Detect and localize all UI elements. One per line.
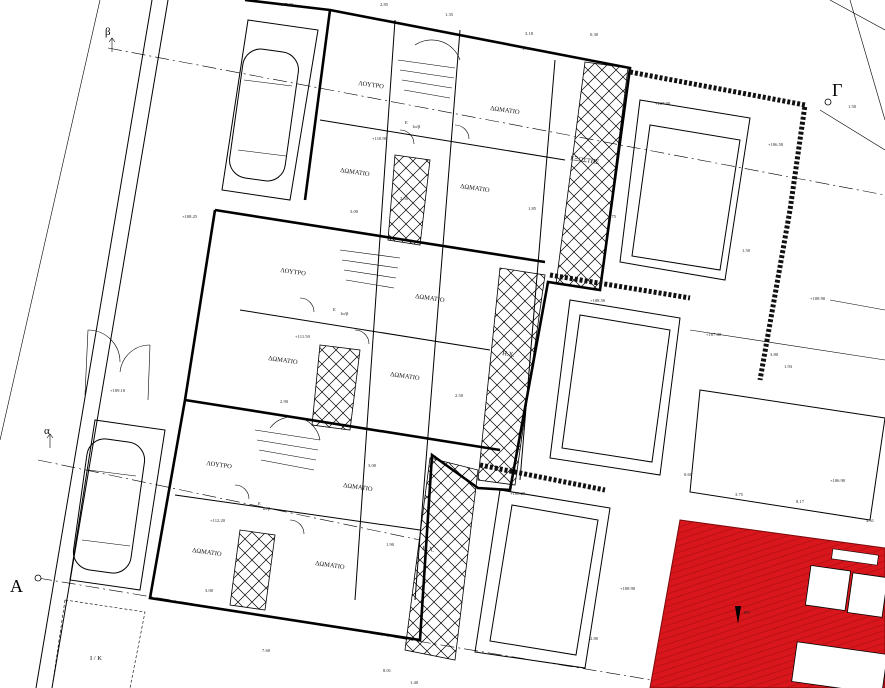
axis-label-G: Γ	[832, 80, 842, 100]
lower-plot	[51, 599, 146, 688]
level-marker: +107.00	[655, 101, 671, 106]
dimension-text: 0.30	[590, 32, 599, 37]
dimension-text: 3.75	[735, 492, 744, 497]
level-markers: +107.00 +108.25 +109.10 +110.90 +111.50 …	[110, 2, 846, 591]
room-label-room1b: ΔΩΜΑΤΙΟ	[340, 167, 371, 178]
axis-label-beta: β	[105, 26, 111, 38]
level-marker: +106.50	[768, 142, 784, 147]
dimension-text: 3.18	[525, 31, 534, 36]
axis-label-A: A	[10, 576, 23, 596]
axis-label-alpha: α	[44, 425, 50, 437]
stair-label-lab1: 1α/β	[412, 124, 421, 129]
dimension-text: 4.61	[866, 518, 875, 523]
stair-label-e1: Ε	[405, 120, 408, 125]
level-marker: +106.90	[830, 478, 846, 483]
stair-label-lab3: 1α/β	[262, 506, 271, 511]
level-marker: +107.00	[278, 2, 294, 7]
parking-lower	[69, 419, 166, 591]
stair-label-lab2: 1α/β	[340, 311, 349, 316]
room-label-room2c: ΔΩΜΑΤΙΟ	[390, 371, 421, 382]
dimension-text: 2.50	[400, 196, 409, 201]
grid-axis-markers	[34, 37, 832, 582]
room-label-room1c: ΔΩΜΑΤΙΟ	[460, 183, 491, 194]
room-label-ik: Ι / Κ	[90, 655, 102, 662]
dimension-text: 1.75	[608, 214, 617, 219]
level-marker: +110.90	[372, 136, 388, 141]
parking-upper	[221, 19, 319, 201]
level-marker: +108.50	[590, 298, 606, 303]
dimension-text: 3.00	[368, 463, 377, 468]
room-label-ix1: Η.Χ.	[502, 350, 516, 359]
dimension-text: 1.40	[410, 680, 419, 685]
building-walls	[148, 0, 632, 642]
room-label-room3b: ΔΩΜΑΤΙΟ	[192, 547, 223, 558]
stair-label-e3: Ε	[258, 501, 261, 506]
dimension-text: 2.80	[590, 636, 599, 641]
dimension-text: 1.50	[742, 248, 751, 253]
room-label-bath3: ΛΟΥΤΡΟ	[206, 460, 233, 471]
dimension-text: 8.01	[383, 668, 392, 673]
level-marker: +108.90	[810, 296, 826, 301]
level-marker: +111.50	[295, 334, 311, 339]
room-label-room3a: ΔΩΜΑΤΙΟ	[343, 482, 374, 493]
dimension-text: 1.90	[386, 542, 395, 547]
room-label-bath2: ΛΟΥΤΡΟ	[280, 267, 307, 278]
dimension-text: 0.60	[684, 472, 693, 477]
room-label-room3c: ΔΩΜΑΤΙΟ	[315, 560, 346, 571]
dimension-text: 8.17	[796, 499, 805, 504]
neighbour-building	[474, 69, 885, 669]
staircases	[254, 39, 461, 471]
room-label-room2a: ΔΩΜΑΤΙΟ	[415, 293, 446, 304]
dimension-text: 2.85	[380, 2, 389, 7]
level-marker: +108.20	[510, 491, 526, 496]
room-label-bath1: ΛΟΥΤΡΟ	[358, 80, 385, 91]
level-marker: +109.10	[110, 388, 126, 393]
dimension-text: 1.93	[784, 364, 793, 369]
dimension-text: 3.00	[205, 588, 214, 593]
room-label-service: ΕΞΩΣΤΗΣ	[570, 155, 600, 166]
door-swings	[234, 124, 470, 535]
dimension-text: 3.00	[350, 209, 359, 214]
dimension-labels: 2.85 1.35 1.40 3.18 0.30 3.00 2.90 1.50 …	[205, 2, 875, 685]
level-marker: +108.25	[182, 214, 198, 219]
room-label-room2b: ΔΩΜΑΤΙΟ	[268, 355, 299, 366]
slope-label: 8%	[744, 610, 750, 615]
level-marker: +107.00	[706, 332, 722, 337]
highlighted-region	[649, 519, 885, 688]
hatched-areas	[229, 61, 629, 661]
level-marker: +108.90	[620, 586, 636, 591]
dimension-text: 1.50	[848, 104, 857, 109]
room-label-ix2: Η.Χ.	[422, 545, 436, 554]
dimension-text: 3.80	[770, 352, 779, 357]
dimension-text: 1.35	[445, 12, 454, 17]
stair-label-e2: Ε	[333, 307, 336, 312]
dimension-text: 7.60	[262, 648, 271, 653]
dimension-text: 1.40	[522, 46, 531, 51]
entrance-gate	[84, 329, 151, 401]
dimension-text: 2.90	[280, 399, 289, 404]
room-label-room1a: ΔΩΜΑΤΙΟ	[490, 105, 521, 116]
level-marker: +112.20	[210, 518, 226, 523]
dimension-text: 2.50	[455, 393, 464, 398]
dimension-text: 1.85	[528, 206, 537, 211]
